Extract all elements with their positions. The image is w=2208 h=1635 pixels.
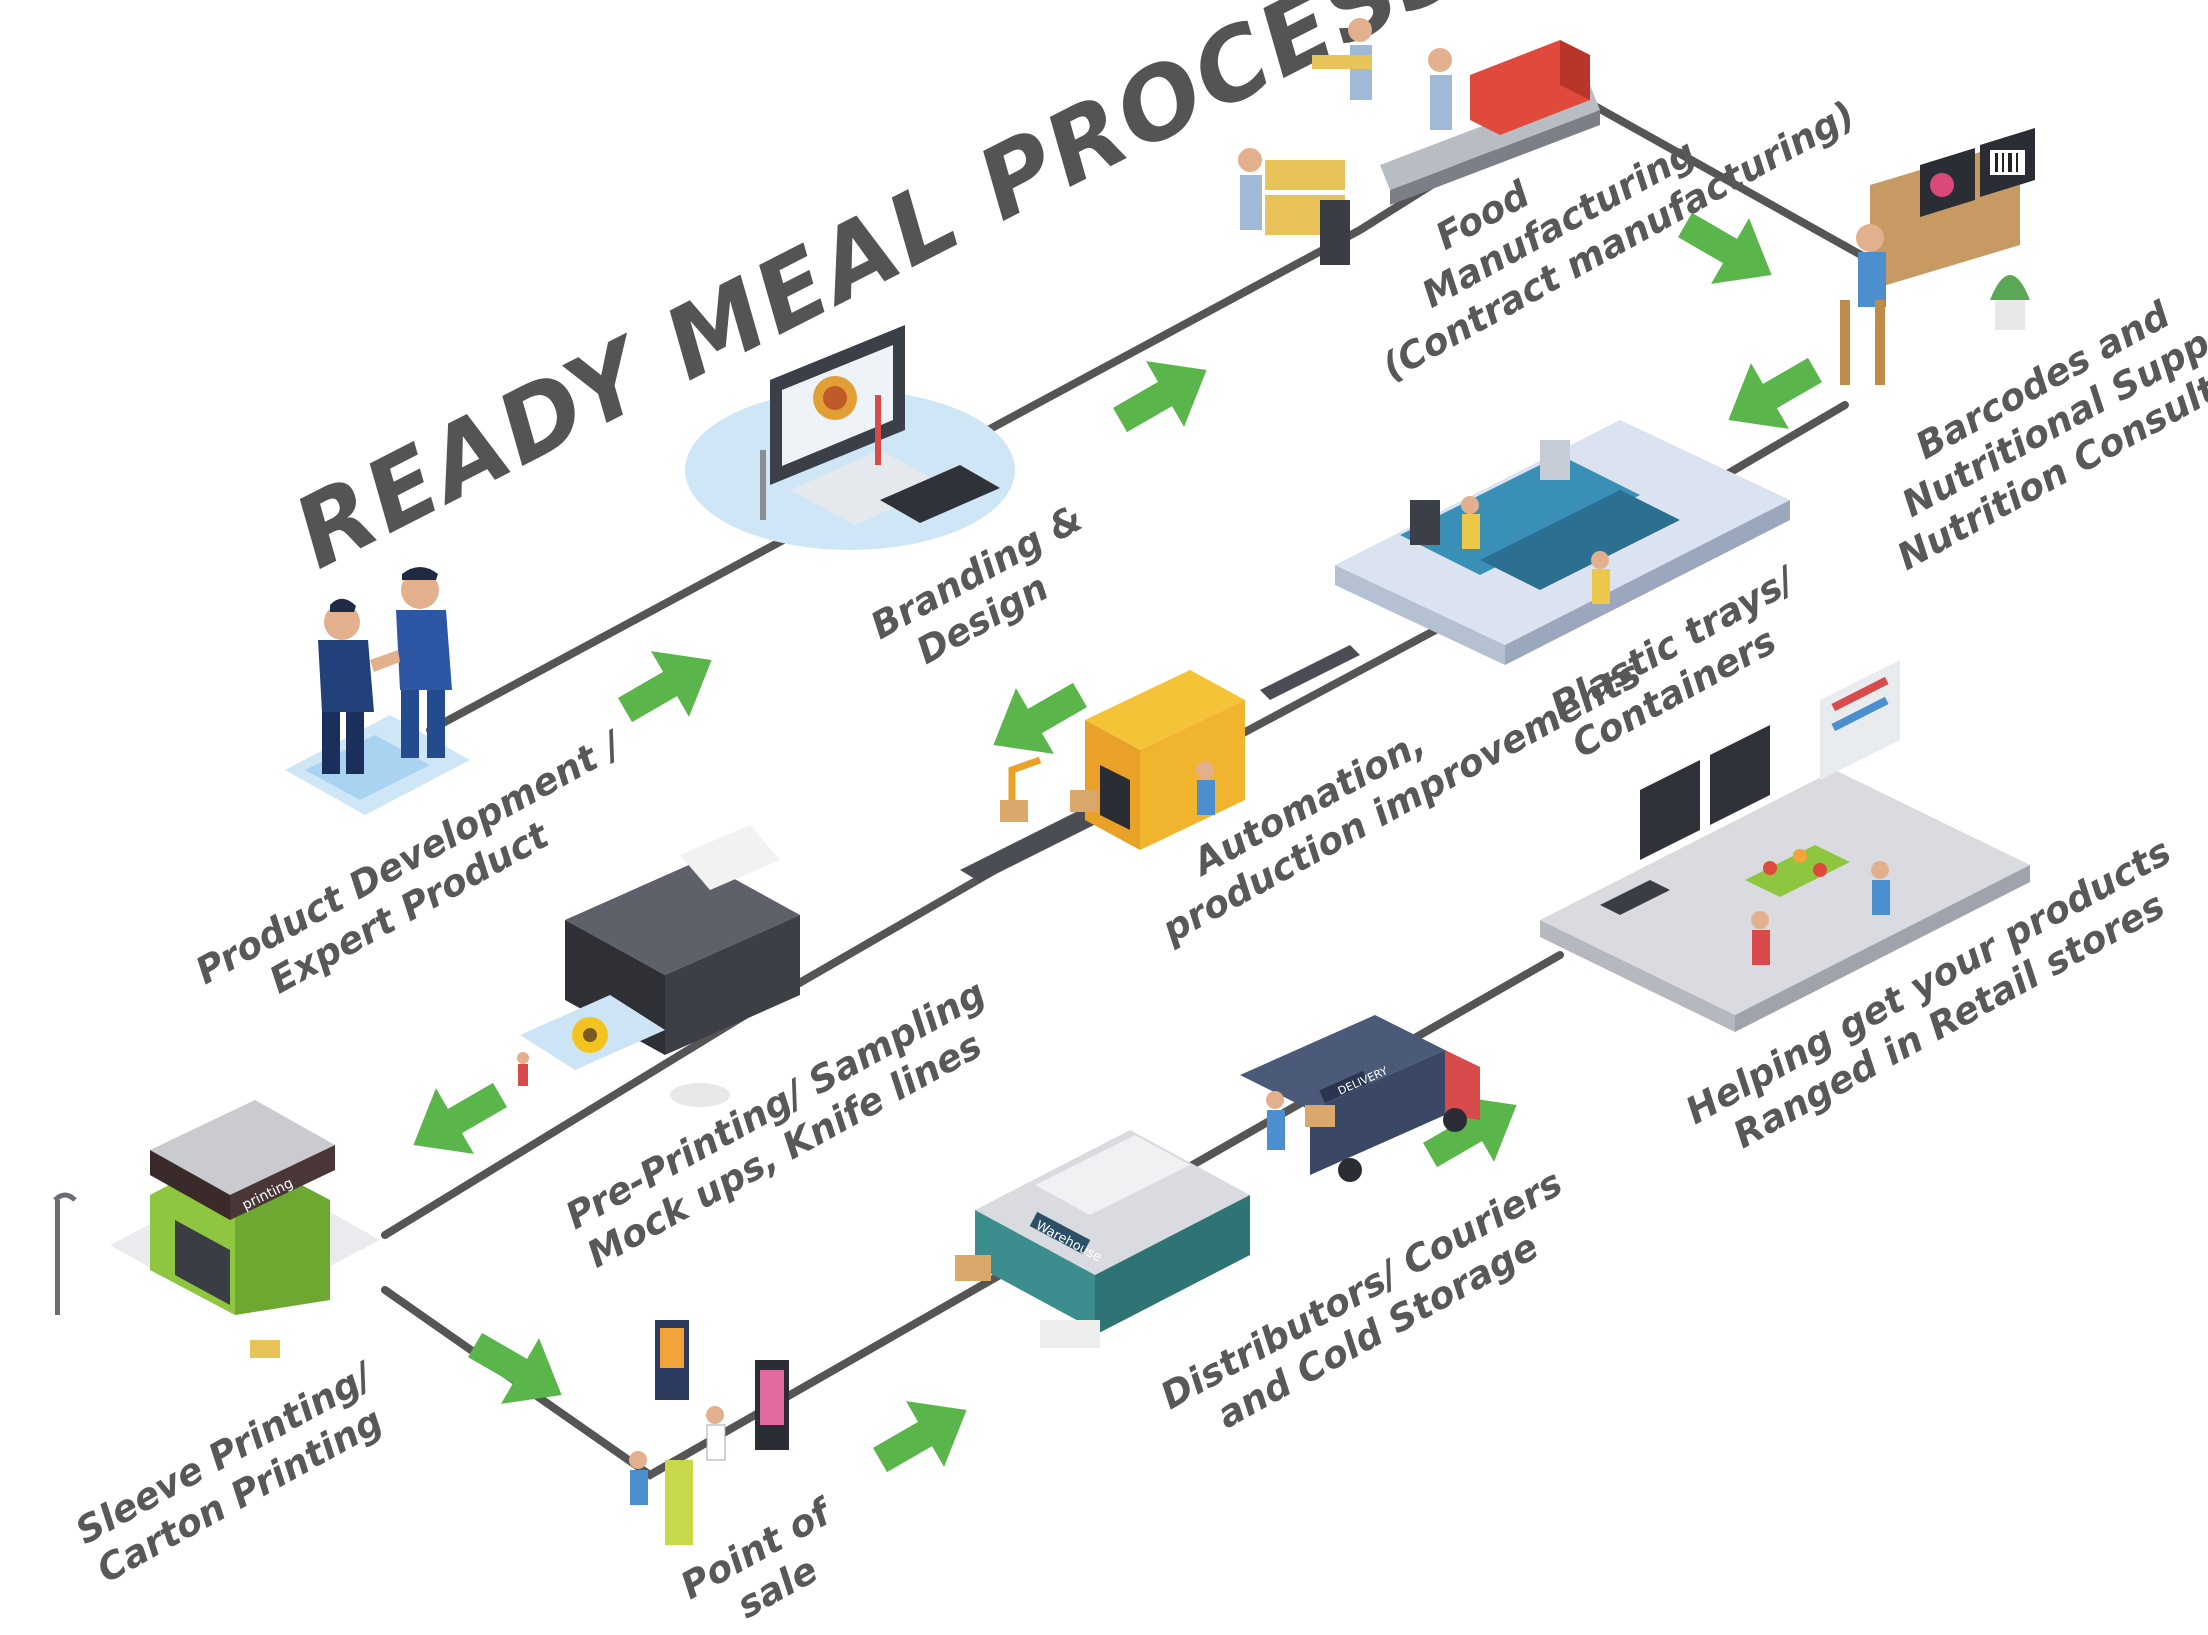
print-shop-illustration: printing	[53, 1100, 380, 1358]
arrow-down-left-icon	[1709, 337, 1834, 453]
svg-text:Point of sale: Point of sale	[674, 1485, 871, 1635]
printer-illustration	[517, 825, 800, 1107]
pos-kiosks-illustration	[629, 1320, 789, 1545]
handshake-illustration	[285, 567, 470, 815]
delivery-truck-illustration: DELIVERY	[1240, 1015, 1480, 1182]
svg-text:Food Manufacturing: Food Manufacturing (Contract manufacturi…	[1332, 16, 1862, 389]
retail-store-illustration	[1540, 660, 2030, 1032]
arrow-right-icon	[606, 627, 731, 743]
step-label-point-of-sale: Point of sale	[674, 1485, 871, 1635]
label-line: Mock ups, Knife lines	[580, 1023, 989, 1276]
automated-factory-illustration	[1335, 420, 1790, 665]
automation-machine-illustration	[960, 645, 1360, 882]
warehouse-illustration: Warehouse	[955, 1130, 1250, 1348]
food-factory-illustration	[1238, 18, 1600, 265]
step-label-sleeve-printing: Sleeve Printing/ Carton Printing	[69, 1348, 412, 1592]
design-desk-illustration	[685, 325, 1015, 550]
workstation-illustration	[1840, 128, 2035, 385]
arrow-up-right-icon	[861, 1377, 986, 1493]
arrow-right-icon	[1101, 337, 1226, 453]
svg-text:Sleeve Printing/ Carton: Sleeve Printing/ Carton Printing	[69, 1348, 412, 1591]
flow-line-middle	[381, 621, 1449, 1239]
step-label-food-manufacturing: Food Manufacturing (Contract manufacturi…	[1332, 16, 1862, 389]
